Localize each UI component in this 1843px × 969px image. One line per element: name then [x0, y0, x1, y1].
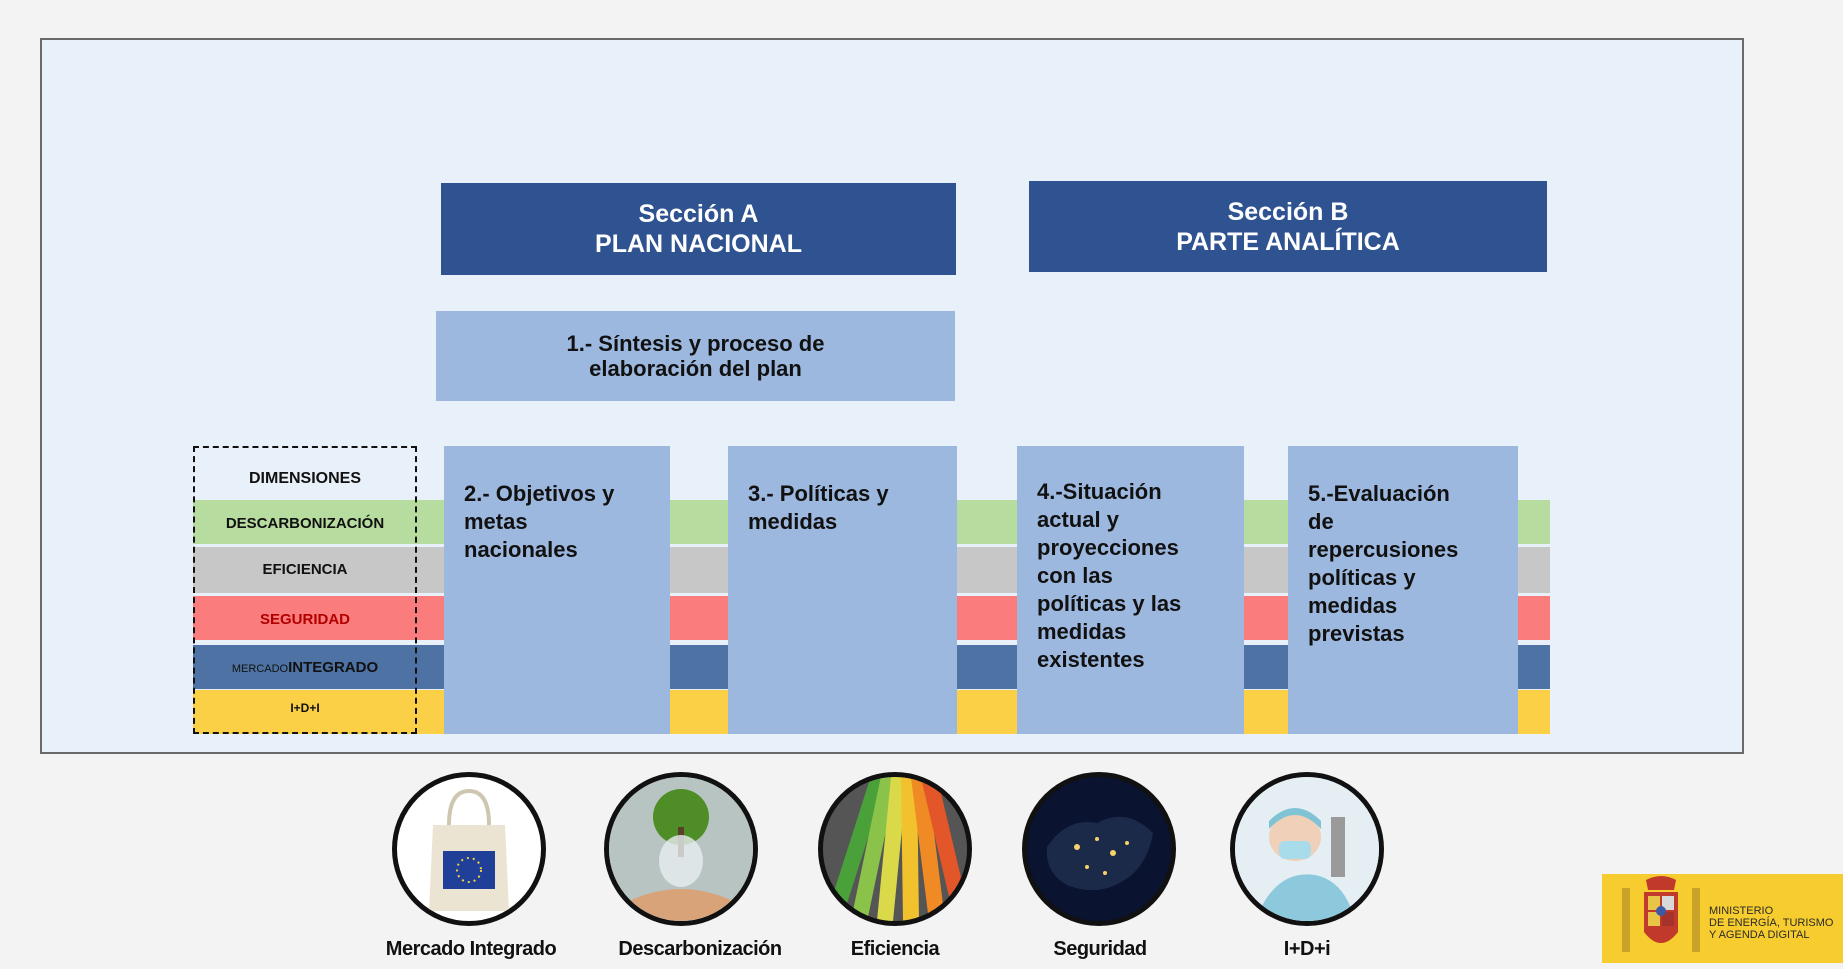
icon-caption: Eficiencia: [850, 938, 940, 960]
section-a-header: Sección A PLAN NACIONAL: [441, 183, 956, 275]
dim-label-idi: I+D+I: [290, 701, 320, 715]
column-line: medidas: [1037, 619, 1127, 644]
dim-label-descarbonizacion: DESCARBONIZACIÓN: [225, 515, 385, 532]
dim-label-mercado-big: INTEGRADO: [288, 659, 379, 676]
section-b-header: Sección B PARTE ANALÍTICA: [1029, 181, 1547, 272]
synthesis-line-2: elaboración del plan: [589, 356, 802, 381]
column-line: con las: [1037, 563, 1113, 588]
ministry-logo: MINISTERIO DE ENERGÍA, TURISMO Y AGENDA …: [1602, 874, 1843, 963]
dim-label-mercado-integrado: MERCADOINTEGRADO: [195, 659, 415, 676]
section-a-title: Sección A: [638, 200, 759, 228]
dim-label-dimensiones: DIMENSIONES: [248, 470, 361, 487]
bulb-plant-icon: [604, 772, 758, 926]
ministry-name: MINISTERIO DE ENERGÍA, TURISMO Y AGENDA …: [1709, 905, 1833, 941]
column-line: medidas: [748, 509, 838, 534]
ministry-line-2: DE ENERGÍA, TURISMO: [1709, 917, 1834, 929]
column-line: proyecciones: [1037, 535, 1179, 560]
scientist-icon: [1230, 772, 1384, 926]
icon-caption: Mercado Integrado: [385, 938, 557, 960]
icon-caption: Seguridad: [1053, 938, 1147, 960]
column-politicas: 3.- Políticas y medidas: [728, 446, 957, 734]
section-b-subtitle: PARTE ANALÍTICA: [1176, 227, 1400, 256]
icon-caption: Descarbonización: [618, 938, 782, 960]
synthesis-box: 1.- Síntesis y proceso de elaboración de…: [436, 311, 955, 401]
band-dimensiones-bg: [193, 450, 417, 498]
column-situacion: 4.-Situación actual y proyecciones con l…: [1017, 446, 1244, 734]
section-b-title: Sección B: [1227, 197, 1349, 226]
pipes-icon: [818, 772, 972, 926]
column-line: medidas: [1308, 593, 1398, 618]
ministry-line-3: Y AGENDA DIGITAL: [1709, 929, 1810, 941]
column-line: existentes: [1037, 647, 1145, 672]
column-line: políticas y: [1308, 565, 1416, 590]
spain-coat-of-arms-icon: [1622, 876, 1700, 952]
column-line: metas: [464, 509, 528, 534]
eu-bag-icon: [392, 772, 546, 926]
column-objetivos: 2.- Objetivos y metas nacionales: [444, 446, 670, 734]
synthesis-line-1: 1.- Síntesis y proceso de: [566, 331, 825, 356]
column-line: 4.-Situación: [1037, 479, 1162, 504]
dimensions-legend-box: [193, 446, 417, 734]
column-line: 2.- Objetivos y: [464, 481, 615, 506]
column-line: de: [1308, 509, 1334, 534]
column-evaluacion: 5.-Evaluación de repercusiones políticas…: [1288, 446, 1518, 734]
ministry-line-1: MINISTERIO: [1709, 905, 1774, 917]
column-line: políticas y las: [1037, 591, 1182, 616]
column-line: 3.- Políticas y: [748, 481, 889, 506]
dim-label-mercado-small: MERCADO: [231, 663, 289, 675]
dim-label-eficiencia: EFICIENCIA: [262, 561, 348, 578]
dim-label-seguridad: SEGURIDAD: [259, 611, 350, 628]
night-map-icon: [1022, 772, 1176, 926]
column-line: 5.-Evaluación: [1308, 481, 1450, 506]
column-line: nacionales: [464, 537, 578, 562]
icon-caption: I+D+i: [1283, 938, 1331, 960]
section-a-subtitle: PLAN NACIONAL: [595, 230, 802, 258]
column-line: repercusiones: [1308, 537, 1459, 562]
column-line: previstas: [1308, 621, 1405, 646]
column-line: actual y: [1037, 507, 1119, 532]
